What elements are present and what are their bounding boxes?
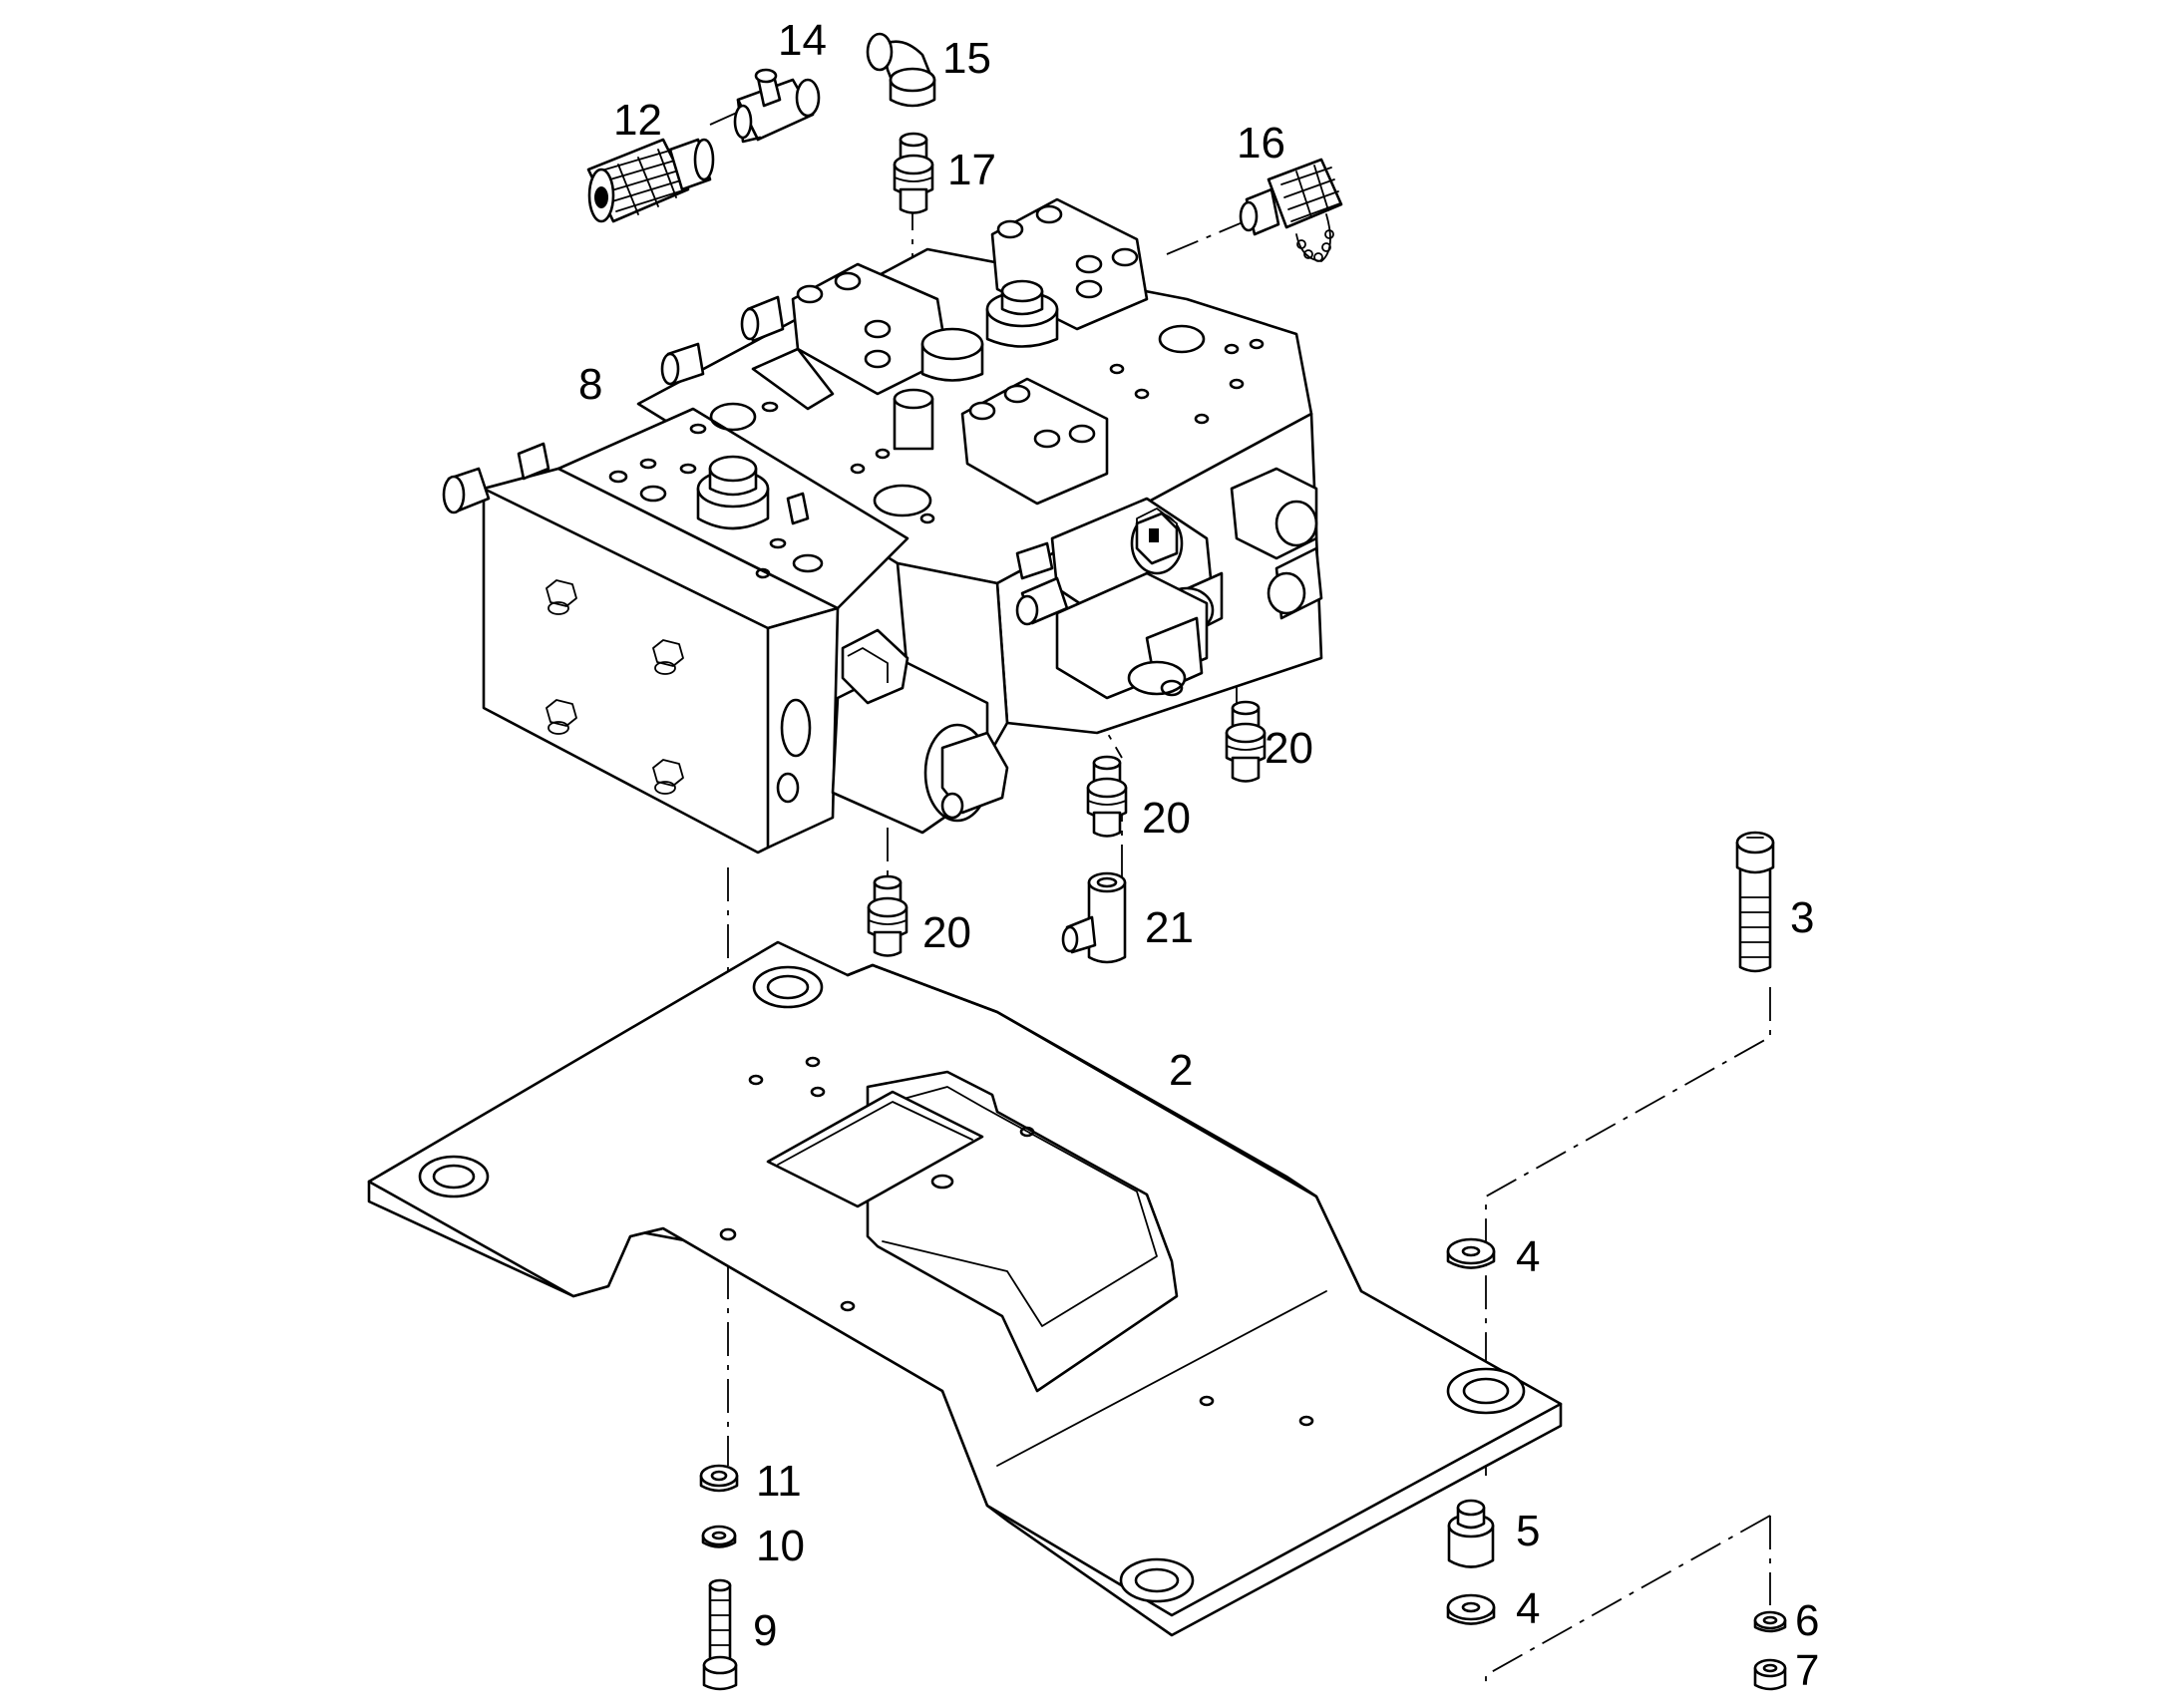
cartridge-valve [831, 628, 1009, 835]
solenoid-valve [1055, 571, 1209, 700]
callout-17: 17 [947, 146, 996, 194]
adapter-20 [867, 874, 908, 957]
washer-4-top [1446, 1237, 1496, 1269]
callout-4b: 4 [1516, 1584, 1540, 1633]
control-valve-block [442, 197, 1323, 854]
callout-5: 5 [1516, 1507, 1540, 1555]
callout-9: 9 [753, 1606, 777, 1655]
washer-11 [699, 1464, 739, 1493]
callout-12: 12 [613, 96, 662, 145]
callout-20a: 20 [1265, 724, 1313, 773]
elbow-fitting-15 [866, 32, 936, 108]
mounting-plate [367, 940, 1563, 1637]
plate-hole [752, 965, 824, 1009]
callout-7: 7 [1795, 1646, 1819, 1695]
bolt-9 [702, 1578, 738, 1691]
plate-hole [1446, 1367, 1526, 1415]
tee-fitting-14 [733, 68, 821, 144]
relief-plug [920, 327, 984, 382]
quick-coupler-16 [1239, 158, 1343, 262]
hex-bolt-3 [1735, 831, 1775, 973]
callout-6: 6 [1795, 1596, 1819, 1645]
washer-6 [1753, 1610, 1787, 1633]
washer-4-bottom [1446, 1593, 1496, 1625]
callout-11: 11 [756, 1457, 802, 1506]
tee-fitting-21 [1061, 871, 1127, 964]
callout-3: 3 [1790, 893, 1814, 942]
plate-hole [1119, 1557, 1195, 1603]
solenoid-connector [1135, 512, 1179, 565]
callout-14: 14 [778, 16, 827, 65]
adapter-20 [1225, 700, 1267, 783]
section-cover [960, 377, 1109, 506]
adapter-20 [1086, 755, 1128, 838]
callout-20b: 20 [1142, 794, 1191, 843]
callout-labels: 2 3 4 4 5 6 7 8 9 10 11 12 14 15 16 17 2… [578, 16, 1819, 1695]
callout-2: 2 [1169, 1046, 1193, 1095]
relief-plug [985, 279, 1059, 348]
callout-21: 21 [1145, 903, 1194, 952]
end-plate-bolt [545, 699, 577, 735]
solenoid-valve [1230, 467, 1323, 620]
end-plate-bolt [545, 579, 577, 615]
small-fitting [1015, 541, 1069, 626]
quick-coupler-12 [586, 138, 715, 223]
end-plate-bolt [652, 639, 684, 675]
plate-hole [418, 1155, 490, 1198]
end-plate-bolt [652, 759, 684, 795]
callout-8: 8 [578, 360, 602, 409]
top-plug [696, 455, 770, 530]
callout-20c: 20 [922, 908, 971, 957]
callout-16: 16 [1237, 119, 1285, 168]
adapter-17 [893, 132, 934, 214]
nut-7 [1753, 1658, 1787, 1691]
rubber-mount-5 [1447, 1499, 1495, 1568]
callout-4a: 4 [1516, 1232, 1540, 1281]
callout-15: 15 [942, 34, 991, 83]
section-cover [791, 262, 949, 396]
washer-10 [701, 1525, 737, 1548]
callout-10: 10 [756, 1522, 805, 1570]
